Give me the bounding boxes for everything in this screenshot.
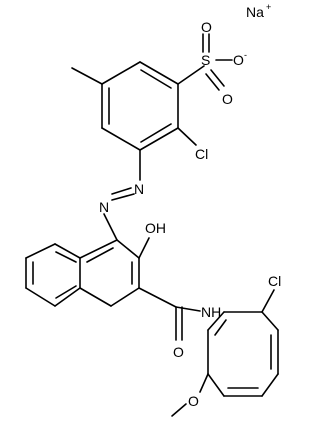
- chlorine-top-label: Cl: [195, 146, 208, 162]
- methoxy-oxygen-label: O: [188, 393, 199, 409]
- sulfonyl-oxygen-top: O: [201, 19, 212, 35]
- sulfonate-oxygen-anion: O: [233, 52, 244, 68]
- methoxy-bonds: [171, 373, 209, 417]
- top-ring-bonds: [101, 61, 179, 151]
- methyl-bond: [71, 67, 103, 85]
- sulfonate-bonds: [177, 33, 233, 91]
- carbonyl-oxygen-label: O: [173, 344, 184, 360]
- hydroxyl-label: OH: [145, 220, 166, 236]
- azo-nitrogen-1: N: [134, 181, 144, 197]
- cl-top-bond: [177, 127, 197, 146]
- naphthalene-bonds: [25, 239, 140, 307]
- oxygen-anion-charge: -: [244, 50, 247, 60]
- azo-nitrogen-2: N: [99, 199, 109, 215]
- sodium-charge: +: [266, 2, 271, 12]
- chlorine-bottom-label: Cl: [268, 273, 281, 289]
- oh-bond: [138, 237, 150, 259]
- azo-bonds: [103, 149, 141, 241]
- sulfonyl-oxygen-bottom: O: [222, 91, 233, 107]
- sulfur-label: S: [201, 52, 210, 68]
- cl-bottom-bond: [261, 289, 275, 313]
- lower-ring-bonds: [207, 311, 279, 397]
- amide-bonds: [138, 287, 201, 341]
- sodium-label: Na: [246, 4, 264, 20]
- amide-nh-label: NH: [201, 304, 221, 320]
